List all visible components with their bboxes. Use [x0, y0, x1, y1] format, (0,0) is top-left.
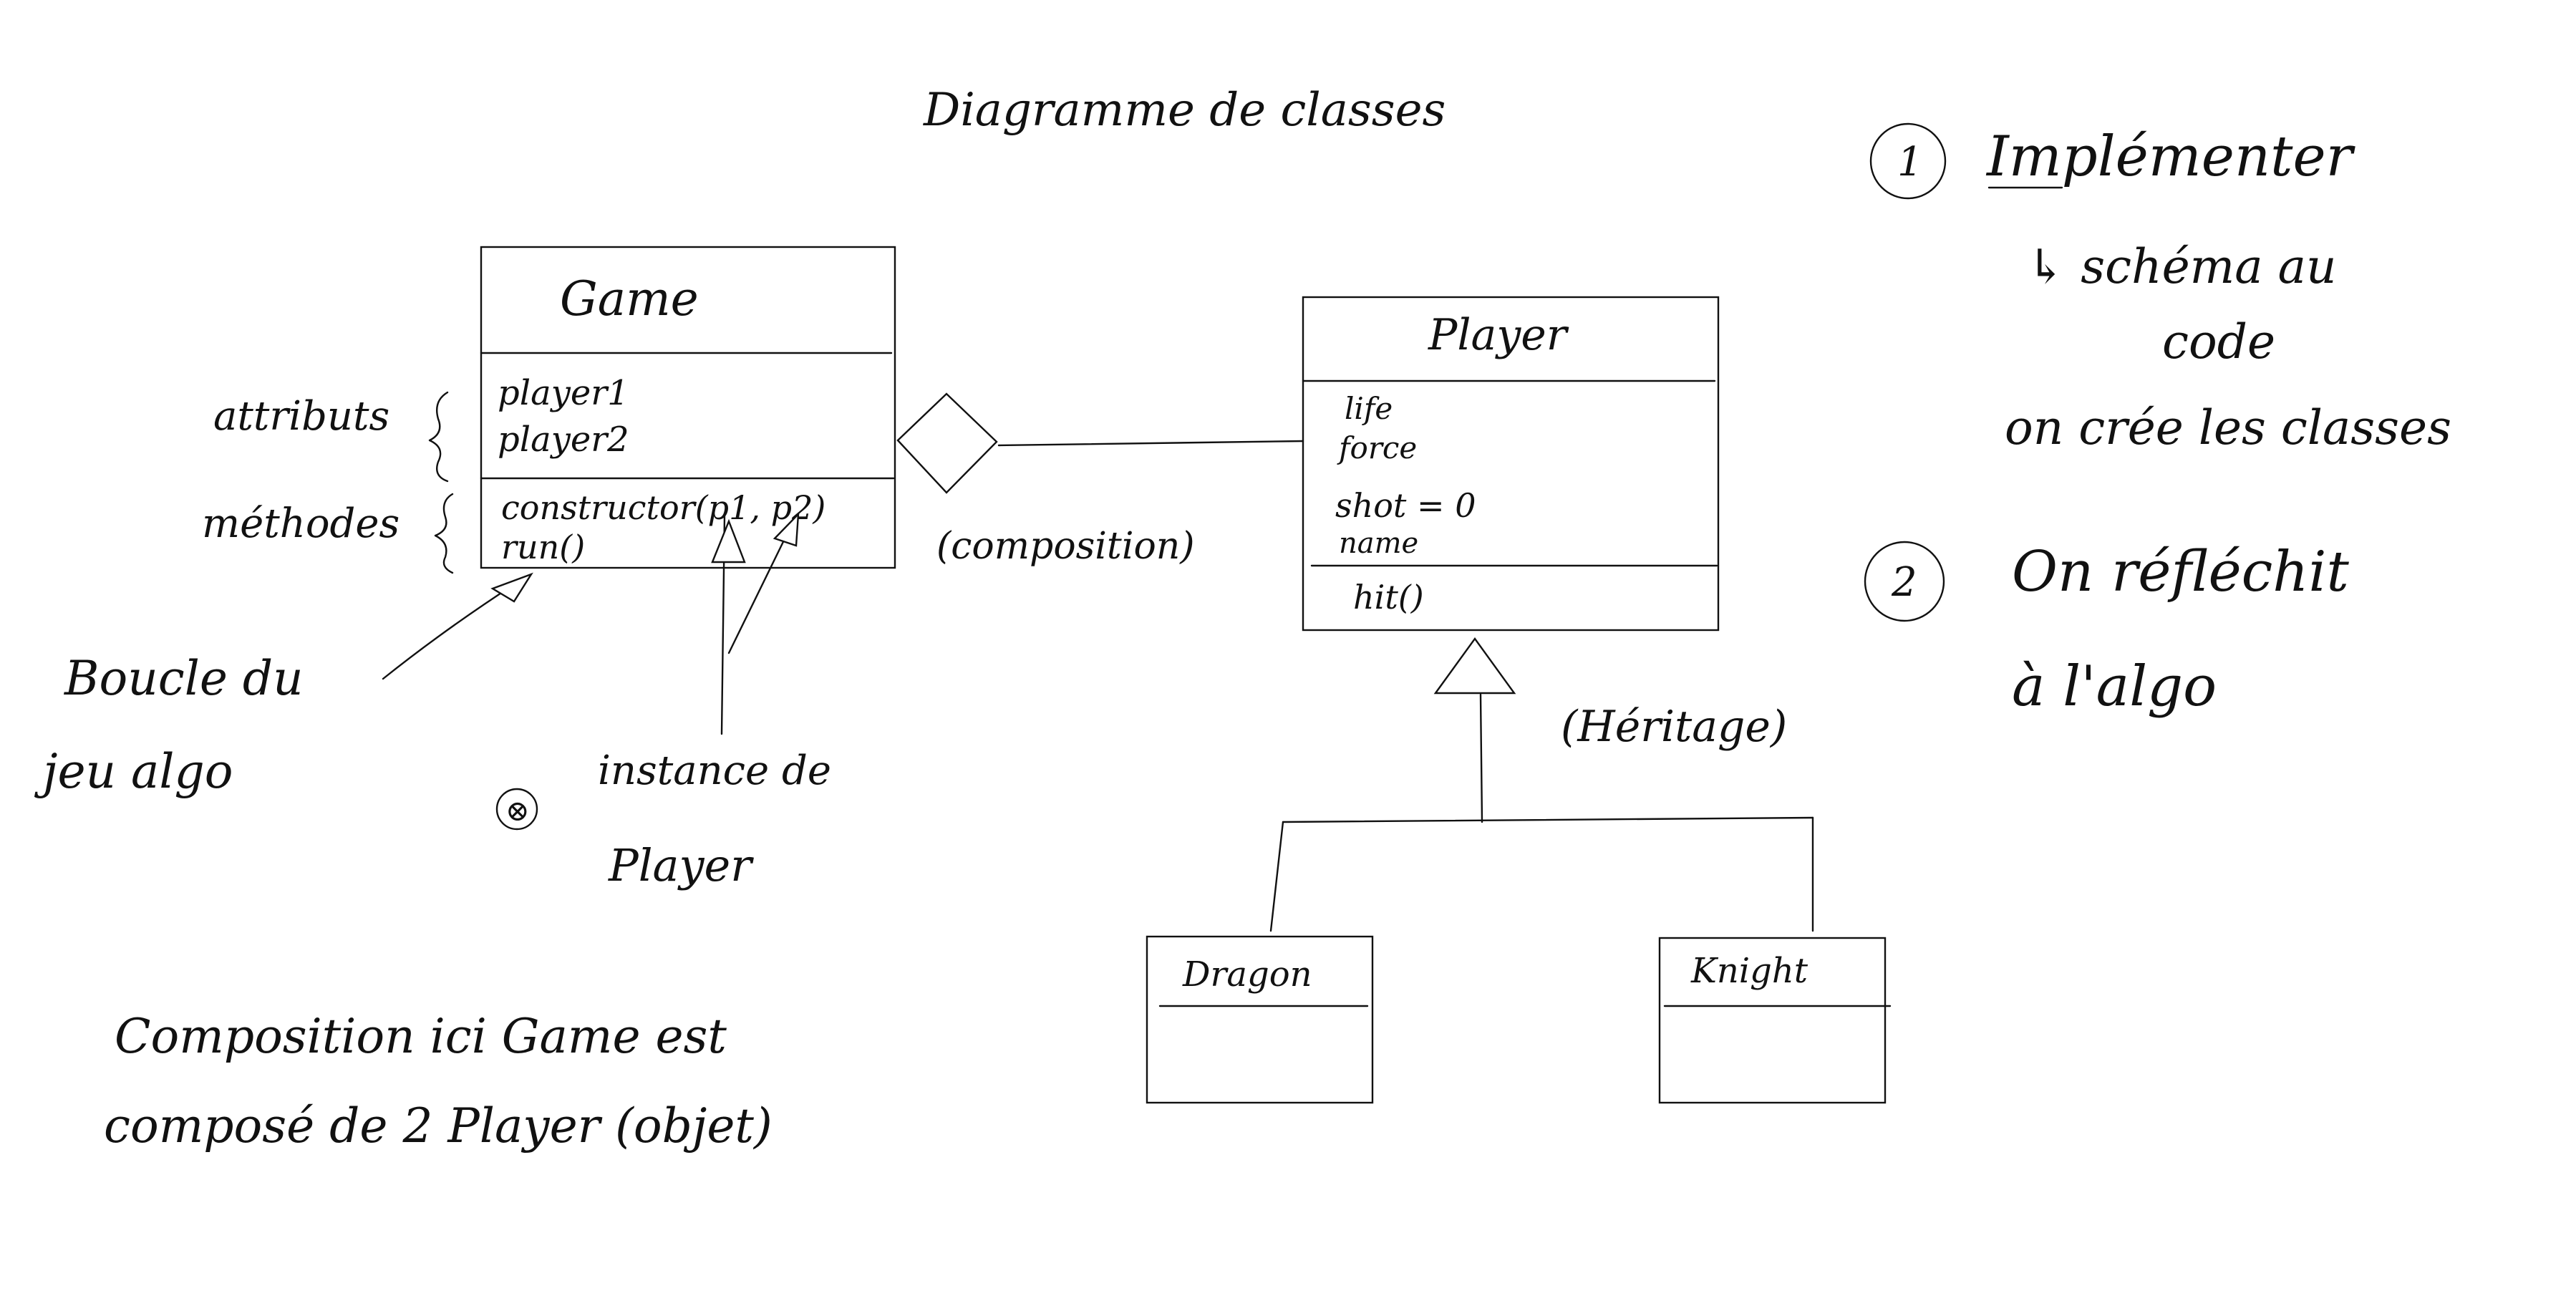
step1-line2: ↳ schéma au — [2026, 239, 2336, 294]
step1-number: 1 — [1897, 139, 1923, 185]
step1-line4: on crée les classes — [2005, 400, 2451, 455]
player-method-1: hit() — [1353, 578, 1424, 616]
composition-diamond — [896, 392, 998, 494]
composition-relation: (composition) — [896, 392, 1304, 568]
game-class-box — [480, 246, 896, 569]
dragon-class-name: Dragon — [1182, 954, 1312, 995]
knight-class-name: Knight — [1690, 951, 1808, 991]
game-attribute-1: player1 — [498, 373, 629, 413]
player-class-box — [1302, 296, 1720, 632]
inheritance-branch-dragon — [1269, 821, 1284, 932]
instance-label-line1: instance de — [598, 748, 831, 794]
knight-class-box — [1658, 937, 1887, 1104]
player-class: Player life force shot = 0 name hit() — [1302, 296, 1720, 632]
composition-note-line1: Composition ici Game est — [115, 1009, 727, 1064]
inheritance-bar — [1282, 816, 1814, 823]
step2-circle — [1864, 541, 1945, 622]
step1-line3: code — [2162, 314, 2275, 369]
step2-number: 2 — [1891, 559, 1917, 606]
game-method-1: constructor(p1, p2) — [501, 488, 825, 527]
step1-line1: Implémenter — [1985, 125, 2356, 189]
methodes-label: méthodes — [202, 500, 400, 547]
instance-arrowhead-2 — [773, 511, 800, 547]
boucle-arrowhead — [490, 572, 533, 603]
heritage-label: (Héritage) — [1561, 702, 1787, 752]
boucle-label-line1: Boucle du — [64, 651, 304, 706]
diagram-title: Diagramme de classes — [923, 84, 1446, 137]
boucle-label-line2: jeu algo — [34, 744, 233, 799]
inheritance-triangle — [1433, 637, 1516, 695]
game-class: Game player1 player2 constructor(p1, p2)… — [480, 246, 896, 569]
player-class-name: Player — [1428, 310, 1569, 360]
composition-note-line2: composé de 2 Player (objet) — [104, 1098, 773, 1154]
player-attribute-3: shot = 0 — [1335, 486, 1476, 525]
dragon-class: Dragon — [1146, 935, 1374, 1104]
attributs-label: attributs — [213, 393, 389, 440]
game-method-2: run() — [501, 528, 585, 566]
left-annotations: attributs méthodes Boucle du jeu algo ⊗ … — [34, 391, 831, 1154]
player-attribute-1: life — [1345, 391, 1393, 426]
instance-label-line2: Player — [608, 839, 754, 891]
knight-class: Knight — [1658, 937, 1892, 1104]
steps-panel: 1 Implémenter ↳ schéma au code on crée l… — [1864, 122, 2451, 719]
game-class-name: Game — [560, 271, 699, 327]
player-attribute-4: name — [1339, 527, 1418, 560]
dragon-class-box — [1146, 935, 1374, 1104]
methodes-brace — [434, 493, 454, 574]
inheritance-stem — [1479, 693, 1483, 823]
inheritance-relation: (Héritage) — [1269, 637, 1814, 932]
game-attribute-2: player2 — [498, 420, 629, 460]
attributs-brace — [428, 391, 449, 483]
composition-line — [997, 440, 1304, 447]
step1-circle — [1869, 122, 1947, 200]
instance-arrowhead-1 — [711, 518, 746, 564]
step2-line2: à l'algo — [2012, 654, 2217, 719]
composition-label: (composition) — [936, 525, 1195, 568]
instance-arrow-2 — [727, 520, 795, 654]
step2-line1: On réfléchit — [2012, 540, 2349, 604]
player-attribute-2: force — [1337, 430, 1417, 465]
boucle-arrow-line — [382, 582, 517, 680]
instance-marker-circle — [495, 788, 538, 831]
instance-marker: ⊗ — [505, 795, 530, 828]
